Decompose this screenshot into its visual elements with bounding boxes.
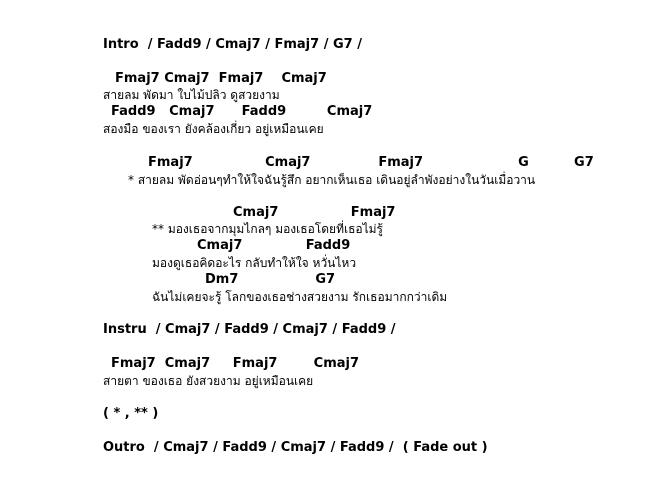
chorus1-lyric: * สายลม พัดอ่อนๆทำให้ใจฉันรู้สึก อยากเห็… <box>128 173 536 187</box>
chorus2-lyric-3: ฉันไม่เคยจะรู้ โลกของเธอช่างสวยงาม รักเธ… <box>152 290 448 304</box>
chorus2-lyric-1: ** มองเธอจากมุมไกลๆ มองเธอโดยที่เธอไม่รู… <box>152 222 384 236</box>
outro-line: Outro / Cmaj7 / Fadd9 / Cmaj7 / Fadd9 / … <box>103 440 488 455</box>
verse2-chords: Fmaj7 Cmaj7 Fmaj7 Cmaj7 <box>111 356 360 371</box>
chorus2-chords-1: Cmaj7 Fmaj7 <box>233 205 396 220</box>
instru-line: Instru / Cmaj7 / Fadd9 / Cmaj7 / Fadd9 / <box>103 322 396 337</box>
chorus2-lyric-2: มองดูเธอคิดอะไร กลับทำให้ใจ หวั่นไหว <box>152 256 357 270</box>
verse2-lyric: สายตา ของเธอ ยังสวยงาม อยู่เหมือนเคย <box>103 374 314 388</box>
chorus2-chords-3: Dm7 G7 <box>205 272 336 287</box>
verse1-chords-2: Fadd9 Cmaj7 Fadd9 Cmaj7 <box>111 104 373 119</box>
verse1-chords-1: Fmaj7 Cmaj7 Fmaj7 Cmaj7 <box>115 71 327 86</box>
chorus2-chords-2: Cmaj7 Fadd9 <box>197 238 351 253</box>
verse1-lyric-2: สองมือ ของเรา ยังคล้องเกี่ยว อยู่เหมือนเ… <box>103 122 324 136</box>
intro-line: Intro / Fadd9 / Cmaj7 / Fmaj7 / G7 / <box>103 37 362 52</box>
chorus1-chords: Fmaj7 Cmaj7 Fmaj7 G G7 <box>148 155 594 170</box>
repeat-marker: ( * , ** ) <box>103 406 159 421</box>
verse1-lyric-1: สายลม พัดมา ใบไม้ปลิว ดูสวยงาม <box>103 88 280 102</box>
